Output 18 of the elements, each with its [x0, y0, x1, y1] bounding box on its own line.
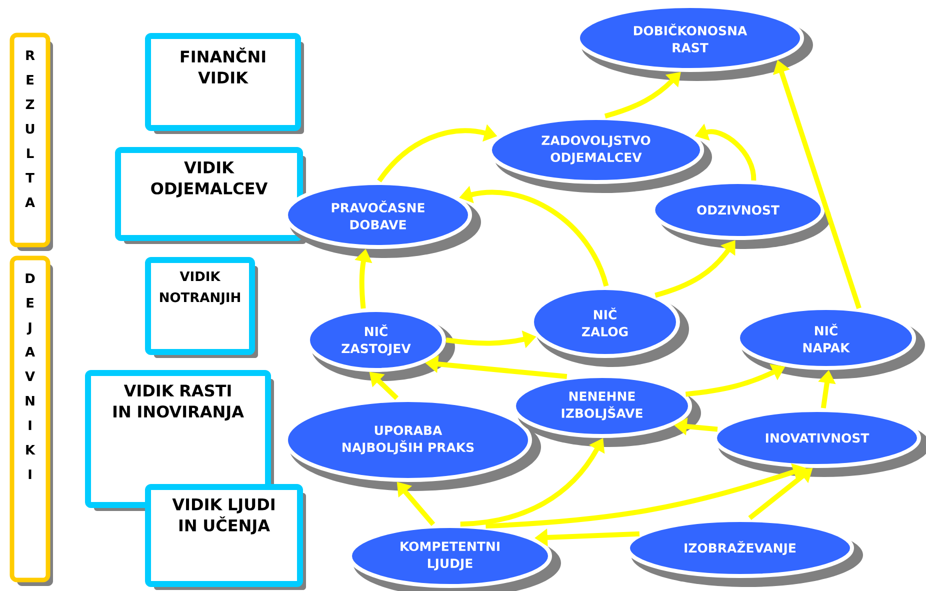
ellipse-node: UPORABA NAJBOLJŠIH PRAKS: [284, 398, 541, 491]
vertical-label-box: REZULTA: [10, 32, 53, 251]
perspective-box: FINANČNI VIDIK: [145, 33, 304, 134]
perspective-box: VIDIK NOTRANJIH: [145, 257, 258, 358]
ellipse-node: KOMPETENTNI LJUDJE: [348, 524, 561, 591]
ellipse-node: DOBIČKONOSNA RAST: [576, 4, 813, 81]
ellipse-node: NIČ NAPAK: [736, 306, 925, 379]
ellipse-node: NIČ ZALOG: [530, 286, 689, 367]
perspective-box: VIDIK LJUDI IN UČENJA: [145, 484, 306, 590]
perspective-box: VIDIK ODJEMALCEV: [115, 147, 306, 244]
ellipse-node: INOVATIVNOST: [713, 408, 926, 477]
vertical-label-box: DEJAVNIKI: [10, 256, 53, 586]
ellipse-node: NIČ ZASTOJEV: [306, 308, 455, 381]
ellipse-node: ZADOVOLJSTVO ODJEMALCEV: [488, 116, 712, 193]
ellipse-node: IZOBRAŽEVANJE: [626, 518, 863, 587]
ellipse-node: PRAVOČASNE DOBAVE: [284, 181, 481, 258]
ellipse-node: ODZIVNOST: [651, 180, 831, 249]
ellipse-node: NENEHNE IZBOLJŠAVE: [512, 374, 701, 447]
